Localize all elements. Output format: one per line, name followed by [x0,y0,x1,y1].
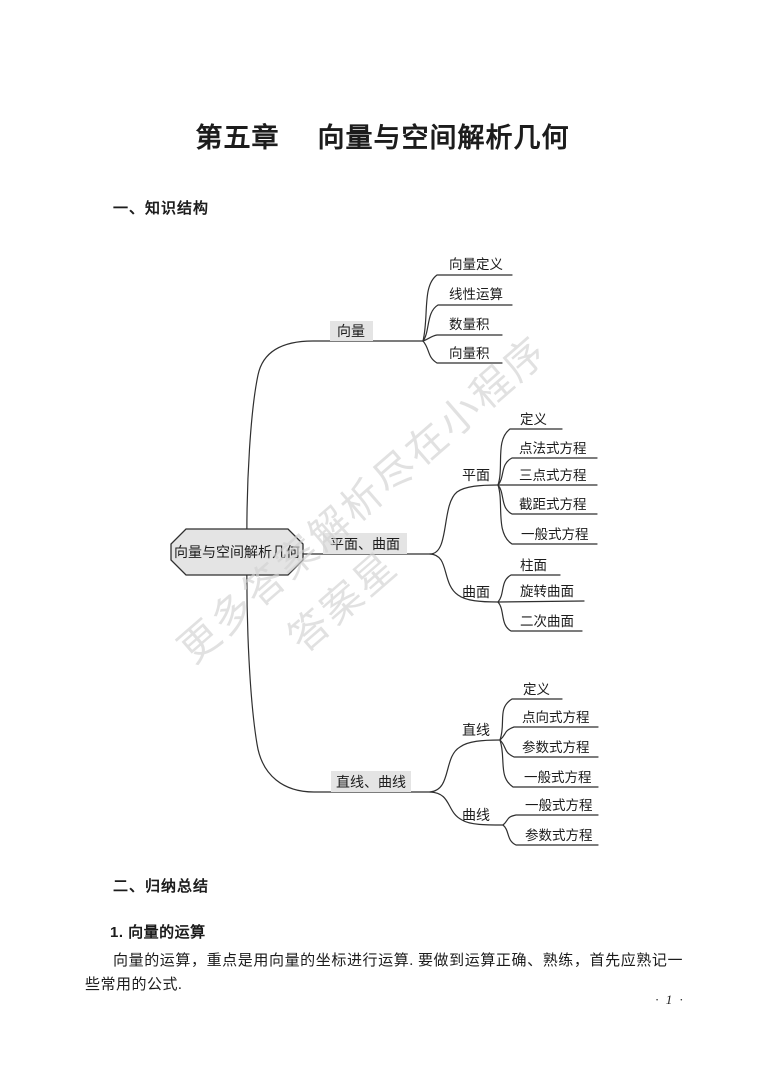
leaf-plane-general-equation: 一般式方程 [521,527,589,542]
plane-branch-label: 平面 [462,469,490,484]
edge-vector-cross-product [422,340,503,364]
watermark: 更多答案解析尽在小程序 答案星 [170,328,557,672]
root-node-shape [170,528,304,576]
edge-line-parametric [499,739,599,758]
leaf-line-definition: 定义 [523,682,550,697]
plane-surface-node-box [323,533,407,554]
leaf-point-direction-equation: 点向式方程 [522,710,590,725]
edge-root-line-curve [246,551,431,793]
surface-branch-label: 曲面 [462,585,490,601]
edge-surface-revolution [497,600,585,603]
edge-ps-plane [429,484,499,555]
page-number: · 1 · [655,992,685,1007]
leaf-three-point-equation: 三点式方程 [519,468,587,483]
leaf-point-normal-equation: 点法式方程 [519,441,587,456]
watermark-line1: 更多答案解析尽在小程序 [170,328,557,672]
curve-branch-label: 曲线 [462,808,490,824]
section-heading-summary: 二、归纳总结 [113,878,210,895]
edge-ps-surface [429,553,499,603]
leaf-quadric-surface: 二次曲面 [520,614,574,629]
section-heading-knowledge-structure: 一、知识结构 [113,200,210,217]
line-curve-node-box [331,771,411,792]
line-branch-label: 直线 [462,722,490,739]
summary-paragraph: 向量的运算，重点是用向量的坐标进行运算. 要做到运算正确、熟练，首先应熟记一些常… [85,953,683,993]
edge-lc-line [429,739,501,793]
root-node-label: 向量与空间解析几何 [174,545,300,561]
leaf-linear-operations: 线性运算 [449,287,503,302]
vector-node-label: 向量 [337,324,365,340]
leaf-intercept-equation: 截距式方程 [519,497,587,512]
mindmap-edges [246,274,599,846]
edge-vector-linear-ops [422,304,513,342]
edge-plane-definition [497,428,563,486]
edge-plane-general [497,484,598,545]
chapter-title: 向量与空间解析几何 [317,123,570,153]
edge-root-vector [246,340,424,553]
page-title: 第五章 向量与空间解析几何 [0,116,765,155]
leaf-curve-general-equation: 一般式方程 [525,798,593,813]
plane-surface-node-label: 平面、曲面 [330,537,400,553]
edge-vector-definition [422,274,513,342]
leaf-revolution-surface: 旋转曲面 [520,584,574,599]
edge-lc-curve [429,791,504,826]
edge-curve-parametric [502,824,599,846]
edge-line-definition [499,698,563,741]
leaf-vector-definition: 向量定义 [449,257,503,272]
chapter-number: 第五章 [195,123,280,153]
leaf-plane-definition: 定义 [520,412,547,427]
edge-surface-cylinder [497,574,561,603]
leaf-cross-product: 向量积 [449,346,490,361]
leaf-line-parametric-equation: 参数式方程 [522,739,590,755]
leaf-dot-product: 数量积 [449,317,490,332]
edge-line-point-direction [499,726,599,741]
vector-node-box [330,321,373,341]
edge-vector-dot-product [422,334,503,342]
edge-curve-general [502,814,599,826]
subsection-heading-vector-operations: 1. 向量的运算 [110,924,206,941]
leaf-curve-parametric-equation: 参数式方程 [525,827,593,843]
edge-line-general [499,739,599,788]
leaf-cylinder-surface: 柱面 [520,558,547,573]
line-curve-node-label: 直线、曲线 [336,774,406,791]
edge-plane-intercept [497,484,598,515]
leaf-line-general-equation: 一般式方程 [524,770,592,785]
edge-surface-quadric [497,601,583,632]
edge-plane-point-normal [497,457,598,486]
